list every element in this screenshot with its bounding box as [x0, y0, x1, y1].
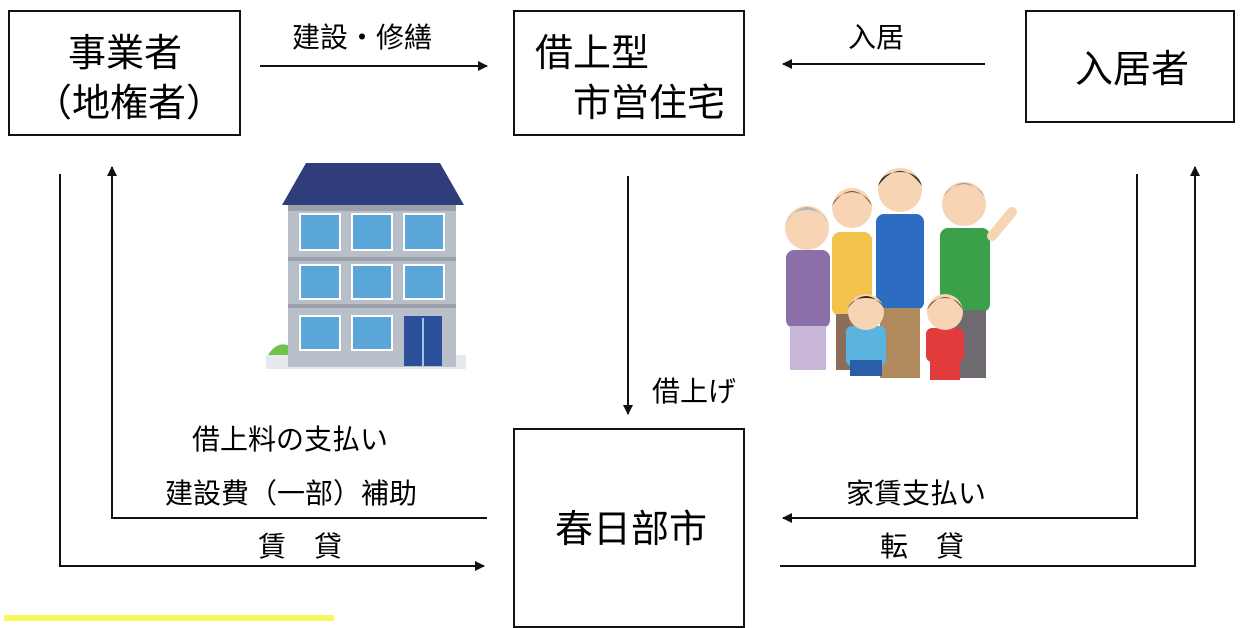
resident-box: 入居者 [1025, 10, 1235, 123]
operator-box: 事業者 （地権者） [8, 10, 241, 136]
move-in-label: 入居 [848, 21, 905, 54]
lease-arrow [59, 174, 485, 571]
resident-label: 入居者 [1075, 47, 1190, 91]
lease-up-label: 借上げ [652, 375, 737, 408]
apartment-building-illustration [266, 163, 466, 369]
sublease-arrow [780, 166, 1200, 567]
payment-label: 借上料の支払い [192, 423, 389, 456]
construction-label: 建設・修繕 [292, 21, 433, 54]
family-illustration [785, 168, 1017, 380]
city-box: 春日部市 [513, 428, 745, 628]
housing-label-line2: 市営住宅 [573, 81, 726, 125]
payment-arrow [107, 166, 487, 519]
housing-label-line1: 借上型 [535, 31, 650, 75]
highlight-bar [4, 615, 334, 621]
city-label: 春日部市 [555, 507, 708, 551]
rent-payment-label: 家賃支払い [846, 477, 987, 510]
housing-box: 借上型 市営住宅 [513, 10, 745, 136]
subsidy-label: 建設費（一部）補助 [165, 477, 418, 510]
lease-label: 賃 貸 [258, 530, 343, 563]
sublease-label: 転 貸 [880, 530, 965, 563]
operator-label-line2: （地権者） [34, 81, 225, 125]
rent-payment-arrow [782, 174, 1138, 523]
operator-label-line1: 事業者 [68, 31, 183, 75]
